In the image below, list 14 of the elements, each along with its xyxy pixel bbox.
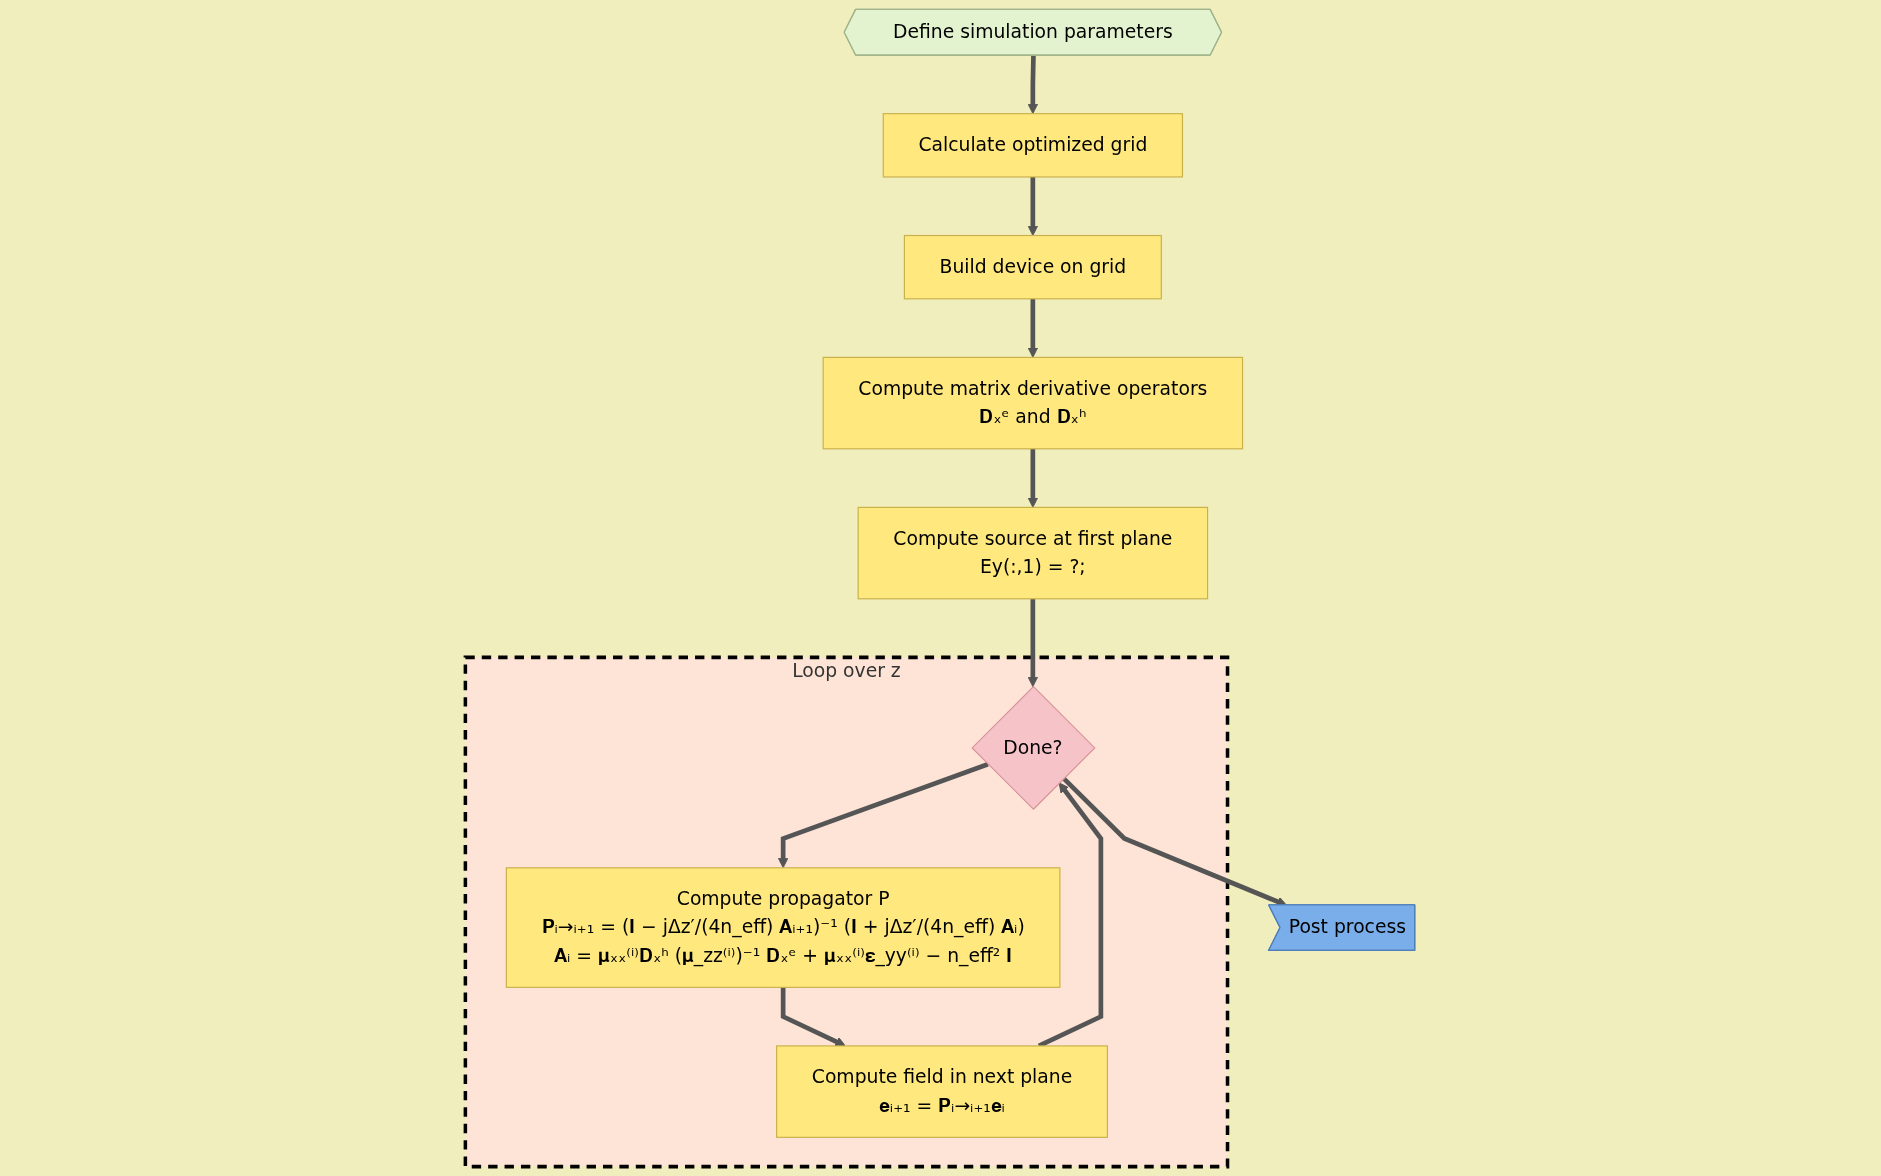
arrow <box>1028 598 1039 688</box>
node-box: Compute matrix derivative operators 𝐃ₓᵉ and 𝐃ₓʰ <box>823 356 1244 450</box>
node-box: Compute field in next plane 𝐞ᵢ₊₁ = 𝐏ᵢ→ᵢ₊₁𝐞ᵢ <box>776 1045 1109 1138</box>
node-box: Calculate optimized grid <box>883 113 1184 178</box>
arrow <box>1028 298 1039 358</box>
node-box: Compute propagator P 𝐏ᵢ→ᵢ₊₁ = (𝐈 − jΔz′/(4n_eff) 𝐀ᵢ₊₁)⁻¹ (𝐈 + jΔz′/(4n_eff) 𝐀ᵢ) 𝐀ᵢ = 𝛍ₓₓ⁽ⁱ⁾𝐃ₓʰ (𝛍_zz⁽ⁱ⁾)⁻¹ 𝐃ₓᵉ + 𝛍ₓₓ⁽ⁱ⁾𝛆_yy⁽ⁱ⁾ − n_eff² 𝐈 <box>506 867 1061 988</box>
node-diamond: Done? <box>971 685 1096 811</box>
arrow <box>1028 448 1039 508</box>
arrow <box>1028 176 1039 236</box>
arrow <box>778 762 990 869</box>
arrow <box>781 987 847 1047</box>
arrow <box>1028 55 1039 115</box>
node-box: Build device on grid <box>904 234 1163 300</box>
node-box: Compute source at first plane Ey(:,1) = ?; <box>858 506 1209 600</box>
